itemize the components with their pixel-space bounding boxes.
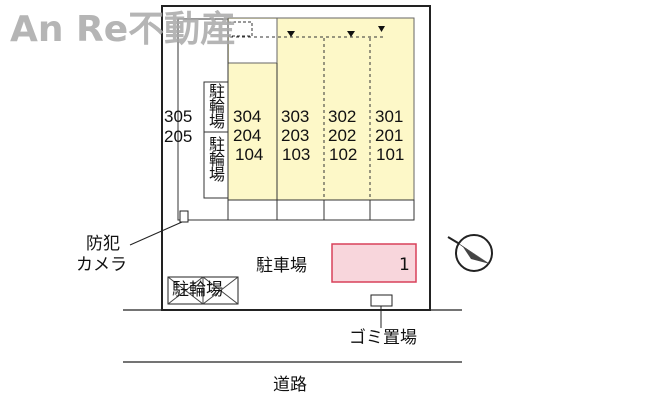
- unit-305: 305: [164, 107, 193, 126]
- parking-label: 駐車場: [256, 256, 307, 276]
- unit-101: 101: [376, 145, 405, 164]
- bike-parking-bottom-label: 駐輪場: [172, 280, 223, 300]
- unit-203: 203: [281, 126, 310, 145]
- unit-204: 204: [233, 126, 262, 145]
- garbage-area: [370, 294, 393, 307]
- road-label: 道路: [273, 375, 307, 395]
- unit-102: 102: [329, 145, 358, 164]
- garbage-label: ゴミ置場: [349, 328, 417, 348]
- unit-104: 104: [235, 145, 264, 164]
- bike-parking-upper: [203, 81, 229, 133]
- unit-302: 302: [328, 107, 357, 126]
- parking-space-number: 1: [399, 255, 410, 275]
- entrance-arrow-icon: [287, 31, 295, 37]
- camera-icon: [179, 210, 189, 223]
- unit-303: 303: [281, 107, 310, 126]
- bike-parking-lower-label: 駐輪場: [206, 136, 225, 181]
- camera-label-line1: 防犯: [86, 234, 120, 254]
- unit-304: 304: [233, 107, 262, 126]
- north-arrow-icon: [447, 234, 493, 272]
- bike-parking-lower: [203, 131, 229, 199]
- bike-parking-upper-label: 駐輪場: [206, 83, 225, 128]
- watermark: An Re不動産: [10, 9, 237, 50]
- unit-202: 202: [328, 126, 357, 145]
- unit-201: 201: [375, 126, 404, 145]
- unit-103: 103: [282, 145, 311, 164]
- unit-301: 301: [375, 107, 404, 126]
- camera-label-line2: カメラ: [76, 255, 127, 275]
- entrance-arrow-icon: [347, 31, 355, 37]
- parking-space: [331, 243, 417, 283]
- unit-205: 205: [164, 127, 193, 146]
- entrance-arrow-icon: [378, 26, 385, 32]
